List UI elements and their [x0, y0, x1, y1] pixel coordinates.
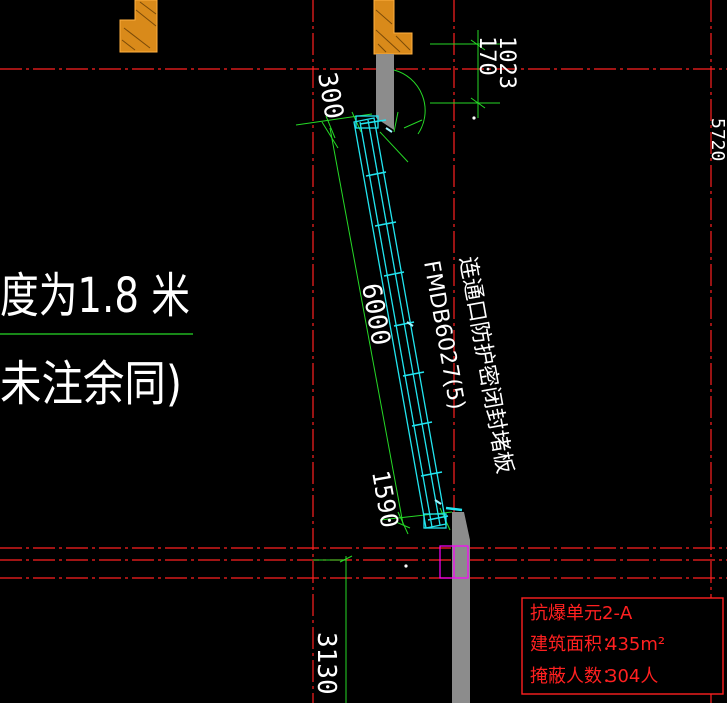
info-box-people-label: 掩蔽人数： [530, 666, 620, 687]
wall-segment-lower [452, 512, 470, 703]
dim-text-lower-left: 3130 [311, 632, 341, 695]
info-box-area-label: 建筑面积： [530, 634, 620, 655]
reference-dot [404, 564, 408, 568]
door-swing-arc [393, 69, 426, 135]
unit-info-box: 抗爆单元2-A 建筑面积： 435m² 掩蔽人数： 304人 [521, 597, 724, 695]
hatched-wall-left [119, 0, 158, 53]
note-remark: 未注余同) [0, 356, 182, 412]
gray-walls [376, 54, 470, 703]
info-box-people-value: 304人 [606, 666, 658, 687]
info-box-area-value: 435m² [606, 634, 665, 655]
dim-text-far-right: 5720 [707, 118, 727, 161]
blast-door-panel[interactable] [353, 115, 463, 529]
hatched-wall-top [373, 0, 413, 55]
left-notes: 度为1.8 米 未注余同) [0, 268, 193, 412]
door-hardware-markers [385, 127, 442, 505]
reference-dot [472, 116, 476, 120]
info-box-border [521, 597, 724, 695]
info-box-title: 抗爆单元2-A [530, 603, 633, 624]
dimension-lines [295, 30, 500, 703]
note-width: 度为1.8 米 [0, 268, 190, 324]
dim-line-door-length [329, 127, 404, 525]
wall-segment-upper [376, 54, 394, 130]
magenta-elements [439, 545, 469, 579]
dim-text-right-small-1: 170 [474, 36, 499, 76]
dim-text-right-small-2: 1023 [494, 36, 519, 89]
